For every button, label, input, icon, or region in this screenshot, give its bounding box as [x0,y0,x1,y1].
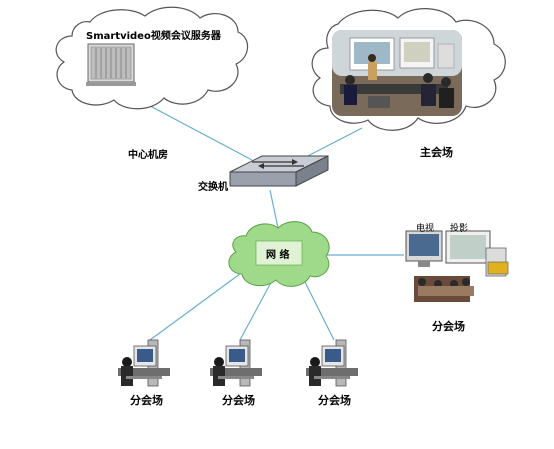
workstation-3-icon [306,339,358,387]
main-venue-label: 主会场 [420,146,453,159]
branch-right-label: 分会场 [432,320,465,333]
line-main-switch [299,127,363,161]
server-rack-icon [86,43,136,86]
meeting-room-photo-icon [332,30,462,116]
branch-label-3: 分会场 [318,394,351,407]
switch-icon [229,155,329,187]
center-room-label: 中心机房 [128,150,168,161]
branch-label-1: 分会场 [130,394,163,407]
right-branch-equipment-icon [405,230,509,302]
projector-label: 投影 [450,224,469,234]
line-network-branch-3 [299,271,335,341]
line-switch-network [269,189,279,229]
branch-label-2: 分会场 [222,394,255,407]
line-network-branch-1 [149,267,249,341]
network-label: 网 络 [266,250,290,261]
tv-label: 电视 [416,224,435,234]
switch-label: 交换机 [198,182,228,193]
workstation-1-icon [118,339,170,387]
workstation-2-icon [210,339,262,387]
server-title: Smartvideo视频会议服务器 [86,31,221,42]
connection-lines [119,89,404,341]
server-cloud [55,6,249,110]
line-network-branch-2 [239,274,276,341]
